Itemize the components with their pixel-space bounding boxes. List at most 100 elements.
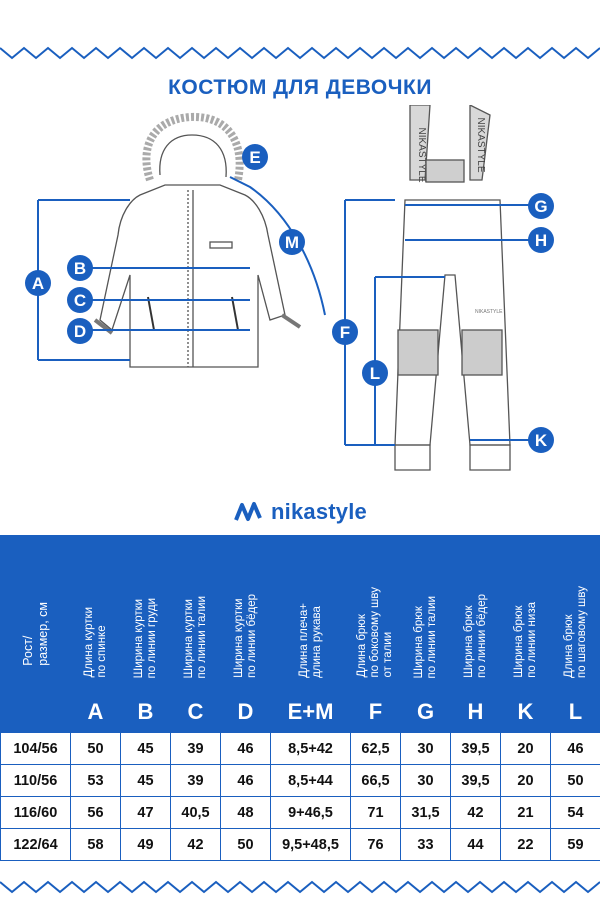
marker-circle — [67, 287, 93, 313]
marker-circle — [242, 144, 268, 170]
header-letter-9: L — [550, 691, 600, 733]
marker-circle — [332, 319, 358, 345]
value-cell: 58 — [70, 828, 121, 861]
value-cell: 39 — [170, 732, 221, 765]
value-cell: 31,5 — [400, 796, 451, 829]
header-letter-4: E+M — [270, 691, 351, 733]
header-desc-line: Длина плеча+ — [297, 603, 310, 678]
header-letter-6: G — [400, 691, 451, 733]
value-cell: 30 — [400, 732, 451, 765]
value-cell: 9,5+48,5 — [270, 828, 351, 861]
pants-tag: NIKASTYLE — [475, 309, 503, 315]
value-cell: 45 — [120, 732, 171, 765]
top-zigzag-border — [0, 46, 600, 60]
size-cell: 122/64 — [0, 828, 71, 861]
marker-label: B — [74, 259, 86, 278]
jacket-drawing — [93, 112, 302, 368]
header-desc-line: по линии талии — [195, 595, 208, 678]
size-cell: 110/56 — [0, 764, 71, 797]
brand-name: nikastyle — [271, 499, 367, 524]
value-cell: 42 — [170, 828, 221, 861]
marker-circle — [67, 318, 93, 344]
header-desc-4: Длина плеча+длина рукава — [270, 535, 351, 692]
marker-circle — [362, 360, 388, 386]
header-desc-line: по линии бёдер — [245, 594, 258, 678]
value-cell: 54 — [550, 796, 600, 829]
header-desc-line: Длина брюк — [356, 614, 368, 678]
header-letter-1: B — [120, 691, 171, 733]
header-size-line-1: Рост/ — [20, 635, 35, 666]
value-cell: 50 — [70, 732, 121, 765]
marker-circle — [528, 227, 554, 253]
marker-circle — [528, 427, 554, 453]
value-cell: 22 — [500, 828, 551, 861]
header-desc-line: Ширина куртки — [182, 598, 195, 678]
header-desc-line: от талии — [382, 632, 394, 678]
marker-label: K — [535, 431, 548, 450]
pants-drawing: NIKASTYLE NIKASTYLE NIKASTYLE — [394, 105, 511, 471]
value-cell: 62,5 — [350, 732, 401, 765]
value-cell: 20 — [500, 732, 551, 765]
value-cell: 8,5+42 — [270, 732, 351, 765]
strap-print-left: NIKASTYLE — [416, 127, 427, 182]
marker-label: H — [535, 231, 547, 250]
marker-label: F — [340, 323, 350, 342]
header-desc-line: по линии груди — [145, 597, 158, 678]
marker-label: C — [74, 291, 86, 310]
value-cell: 46 — [220, 732, 271, 765]
header-desc-line: Ширина куртки — [232, 598, 245, 678]
value-cell: 76 — [350, 828, 401, 861]
value-cell: 40,5 — [170, 796, 221, 829]
value-cell: 50 — [220, 828, 271, 861]
header-desc-line: Ширина брюк — [462, 605, 475, 678]
header-letter-3: D — [220, 691, 271, 733]
header-desc-line: по линии талии — [425, 595, 438, 678]
header-desc-text: Длина плеча+длина рукава — [298, 603, 324, 678]
fur-hood — [142, 112, 244, 182]
marker-circle — [25, 270, 51, 296]
marker-label: G — [534, 197, 547, 216]
garment-illustration: NIKASTYLE NIKASTYLE NIKASTYLE ABCDEMGHFL… — [25, 105, 554, 471]
value-cell: 30 — [400, 764, 451, 797]
header-letter-2: C — [170, 691, 221, 733]
header-desc-line: по шаговому шву — [575, 586, 588, 678]
value-cell: 53 — [70, 764, 121, 797]
page-title: КОСТЮМ ДЛЯ ДЕВОЧКИ — [168, 76, 432, 99]
size-cell: 116/60 — [0, 796, 71, 829]
brand-logo: nikastyle — [0, 497, 600, 527]
header-desc-line: по спинке — [95, 625, 108, 678]
header-desc-line: по боковому шву — [369, 587, 381, 678]
value-cell: 20 — [500, 764, 551, 797]
value-cell: 48 — [220, 796, 271, 829]
value-cell: 39,5 — [450, 764, 501, 797]
marker-circle — [67, 255, 93, 281]
header-desc-line: длина рукава — [310, 606, 323, 678]
value-cell: 66,5 — [350, 764, 401, 797]
value-cell: 21 — [500, 796, 551, 829]
header-letter-0: A — [70, 691, 121, 733]
value-cell: 33 — [400, 828, 451, 861]
bottom-zigzag-border — [0, 880, 600, 894]
value-cell: 47 — [120, 796, 171, 829]
value-cell: 8,5+44 — [270, 764, 351, 797]
header-desc-line: по линии низа — [525, 602, 538, 678]
header-size-line-2: размер, см — [35, 602, 50, 666]
